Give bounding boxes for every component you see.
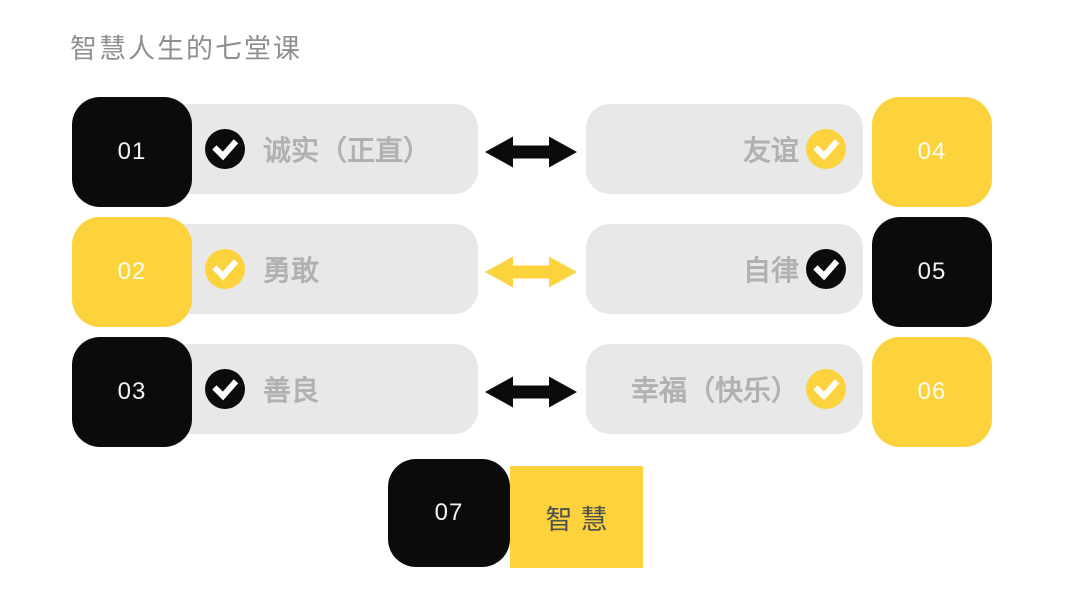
check-circle-icon xyxy=(806,129,846,169)
lesson-row-3: 03 善良 幸福（快乐） 06 xyxy=(72,337,992,447)
number-box-05: 05 xyxy=(872,217,992,327)
check-circle-icon xyxy=(806,369,846,409)
number-box-01: 01 xyxy=(72,97,192,207)
lesson-label-courage: 勇敢 xyxy=(263,255,320,286)
number-box-02: 02 xyxy=(72,217,192,327)
lesson-pill-friendship: 友谊 xyxy=(586,104,863,194)
number-box-07: 07 xyxy=(388,459,510,567)
number-box-04: 04 xyxy=(872,97,992,207)
number-box-03: 03 xyxy=(72,337,192,447)
lesson-label-friendship: 友谊 xyxy=(742,135,799,166)
double-arrow-icon xyxy=(485,376,577,408)
check-circle-icon xyxy=(806,249,846,289)
double-arrow-icon xyxy=(485,256,577,288)
lesson-pill-courage: 勇敢 xyxy=(148,224,478,314)
lesson-pill-kindness: 善良 xyxy=(148,344,478,434)
page-title: 智慧人生的七堂课 xyxy=(70,34,302,64)
lesson-label-honesty: 诚实（正直） xyxy=(263,135,432,166)
lesson-pill-honesty: 诚实（正直） xyxy=(148,104,478,194)
check-circle-icon xyxy=(205,369,245,409)
double-arrow-icon xyxy=(485,136,577,168)
wisdom-label-box: 智慧 xyxy=(510,466,643,568)
number-box-06: 06 xyxy=(872,337,992,447)
lesson-row-1: 01 诚实（正直） 友谊 04 xyxy=(72,97,992,207)
check-circle-icon xyxy=(205,249,245,289)
lesson-row-2: 02 勇敢 自律 05 xyxy=(72,217,992,327)
lesson-label-happiness: 幸福（快乐） xyxy=(630,375,799,406)
check-circle-icon xyxy=(205,129,245,169)
lesson-pill-selfdiscipline: 自律 xyxy=(586,224,863,314)
lesson-label-selfdiscipline: 自律 xyxy=(742,255,799,286)
lesson-label-kindness: 善良 xyxy=(263,375,320,406)
lesson-pill-happiness: 幸福（快乐） xyxy=(586,344,863,434)
